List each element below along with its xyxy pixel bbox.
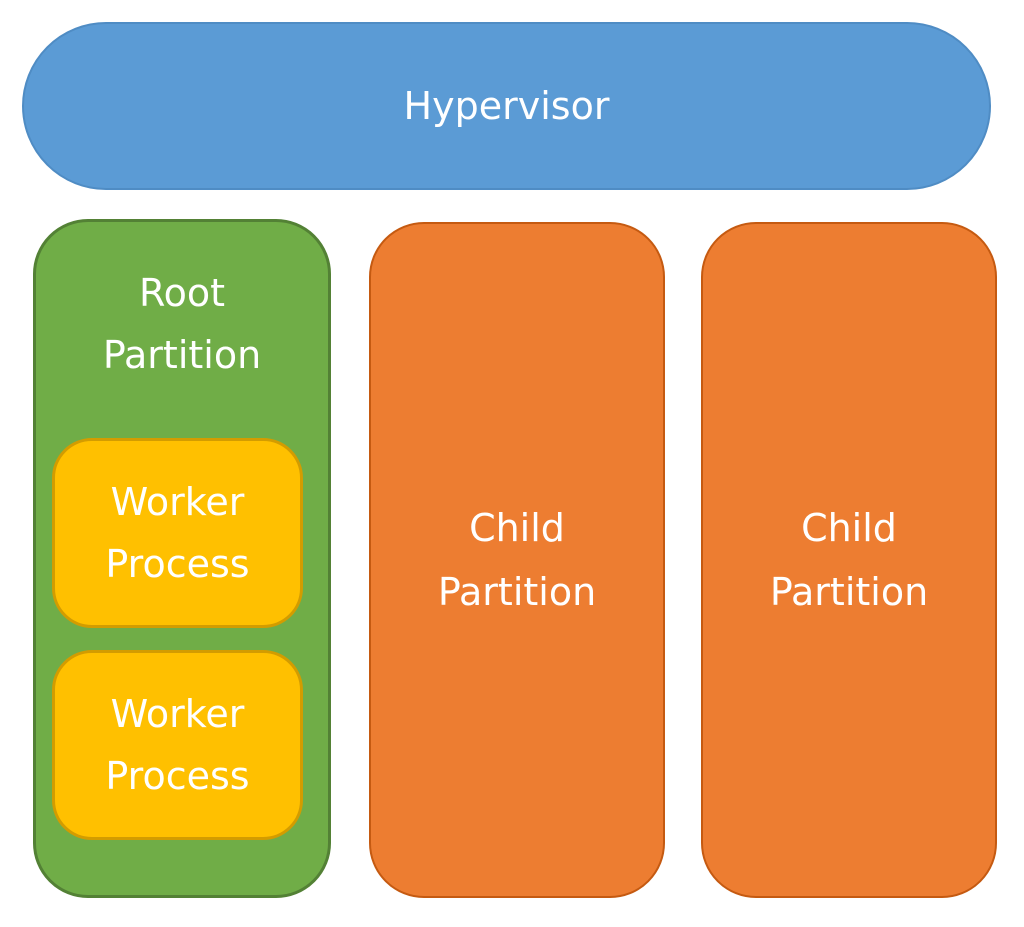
child-partition-box-1: Child Partition — [369, 222, 665, 898]
worker-process-2-line1: Worker — [110, 692, 245, 736]
worker-process-1-line1: Worker — [110, 480, 245, 524]
child-partition-box-2: Child Partition — [701, 222, 997, 898]
worker-process-1-line2: Process — [105, 542, 250, 586]
root-partition-label: Root Partition — [33, 262, 331, 386]
child-partition-label-1: Child Partition — [438, 496, 596, 624]
child-partition-1-line1: Child — [469, 506, 565, 550]
worker-process-label-2: Worker Process — [105, 683, 249, 807]
worker-process-2-line2: Process — [105, 754, 250, 798]
child-partition-2-line2: Partition — [769, 570, 929, 614]
hypervisor-box: Hypervisor — [22, 22, 991, 190]
hypervisor-label: Hypervisor — [403, 84, 610, 128]
root-partition-label-line2: Partition — [102, 333, 262, 377]
root-partition-label-line1: Root — [138, 271, 226, 315]
worker-process-label-1: Worker Process — [105, 471, 249, 595]
child-partition-label-2: Child Partition — [770, 496, 928, 624]
child-partition-2-line1: Child — [801, 506, 897, 550]
worker-process-box-2: Worker Process — [52, 650, 303, 840]
child-partition-1-line2: Partition — [437, 570, 597, 614]
worker-process-box-1: Worker Process — [52, 438, 303, 628]
